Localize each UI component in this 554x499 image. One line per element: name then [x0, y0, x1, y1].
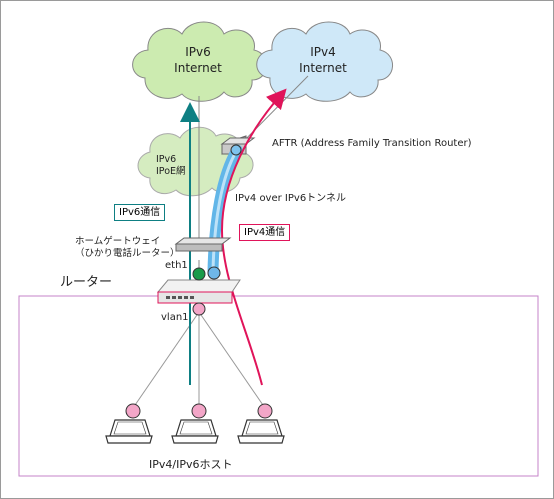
router-label: ルーター [60, 275, 113, 290]
ipv6-internet-label-line1: IPv6 [185, 45, 211, 59]
ipv4-flow-arrow [220, 88, 287, 386]
ipoe-network-label: IPv6 IPoE網 [156, 154, 186, 178]
ipv4-internet-label-line2: Internet [299, 61, 347, 75]
ipv6-internet-label-line2: Internet [174, 61, 222, 75]
ipoe-network-label-line2: IPoE網 [156, 166, 186, 177]
ipv4-flow-label: IPv4通信 [239, 224, 291, 241]
eth1-port-ipv6 [192, 267, 206, 281]
home-gateway-label-line1: ホームゲートウェイ [75, 236, 161, 247]
lan-link-left [132, 311, 200, 409]
lan-link-right [198, 311, 266, 409]
ipv6-flow-label: IPv6通信 [114, 204, 166, 221]
host-laptop-right [237, 403, 285, 444]
eth1-port-ipv4 [207, 266, 221, 280]
vlan1-label: vlan1 [161, 312, 189, 323]
host-laptop-center [171, 403, 219, 444]
ipv6-internet-label: IPv6 Internet [168, 44, 228, 76]
ipv4-internet-label: IPv4 Internet [293, 44, 353, 76]
host-laptop-left [105, 403, 153, 444]
router-device [156, 279, 241, 304]
aftr-tunnel-endpoint [230, 144, 242, 156]
home-gateway-device [174, 237, 232, 252]
ipv6-internet-cloud [132, 21, 267, 102]
ipoe-network-label-line1: IPv6 [156, 154, 177, 165]
vlan1-port [192, 302, 206, 316]
lan-area [18, 295, 539, 477]
ipv4-internet-cloud [256, 21, 393, 102]
home-gateway-label: ホームゲートウェイ （ひかり電話ルーター） [75, 236, 180, 260]
ipv4-internet-label-line1: IPv4 [310, 45, 336, 59]
aftr-label: AFTR (Address Family Transition Router) [272, 138, 472, 149]
tunnel-highlight [211, 149, 239, 273]
hosts-label: IPv4/IPv6ホスト [149, 458, 233, 471]
tunnel-label: IPv4 over IPv6トンネル [235, 193, 346, 204]
eth1-label: eth1 [165, 260, 188, 271]
home-gateway-label-line2: （ひかり電話ルーター） [75, 248, 180, 259]
